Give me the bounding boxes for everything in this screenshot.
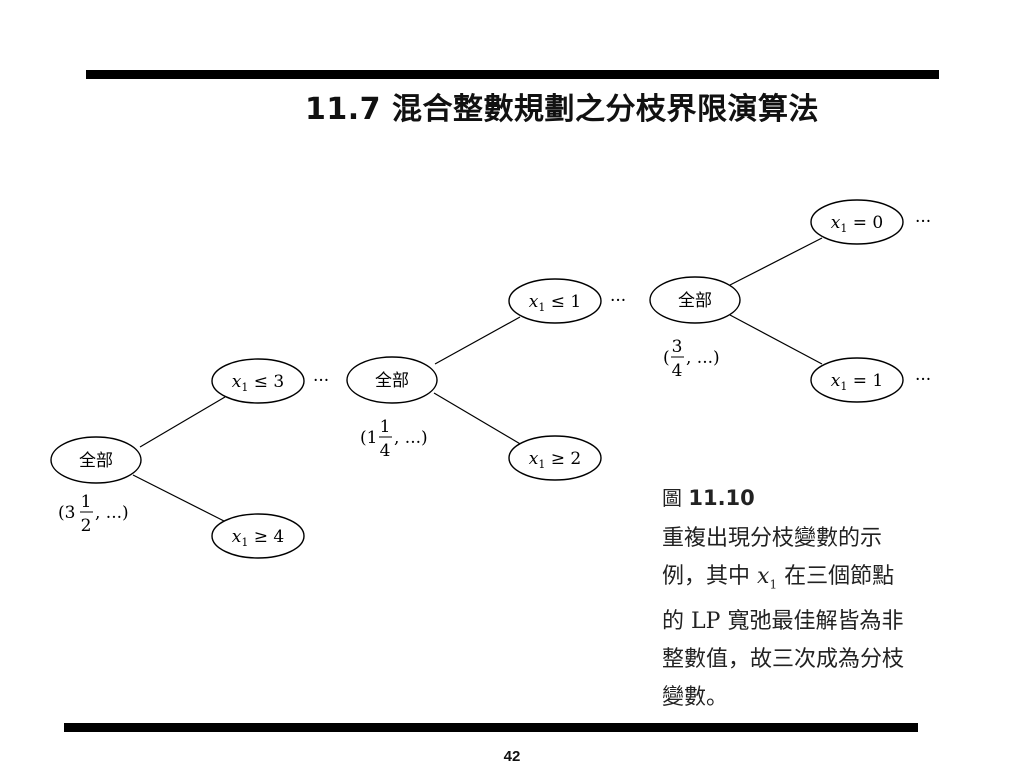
node-root-3-label: 全部 (678, 291, 712, 311)
node-root-1: 全部 (50, 436, 142, 484)
svg-text:4: 4 (672, 361, 683, 381)
caption-line-4: 整數值，故三次成為分枝 (662, 647, 905, 673)
svg-text:x1 ≥ 4: x1 ≥ 4 (232, 527, 284, 549)
continuation-1: ··· (313, 371, 329, 391)
edge-root1-le3 (139, 396, 226, 448)
edge-root2-le1 (434, 316, 521, 365)
edge-root3-eq1 (729, 314, 823, 365)
svg-text:(3: (3 (58, 503, 75, 523)
svg-text:, ...): , ...) (394, 428, 428, 448)
bottom-rule (64, 723, 918, 732)
continuation-3: ··· (915, 212, 931, 232)
caption-line-3: 的 LP 寬弛最佳解皆為非 (662, 609, 904, 635)
page-number: 42 (503, 748, 521, 765)
svg-text:, ...): , ...) (95, 503, 129, 523)
svg-text:, ...): , ...) (686, 348, 720, 368)
caption-line-5: 變數。 (662, 685, 729, 711)
figure-caption: 圖 11.10 重複出現分枝變數的示 例，其中 x1 在三個節點 的 LP 寬弛… (662, 482, 952, 717)
edge-root3-eq0 (729, 237, 823, 286)
svg-text:x1 ≥ 2: x1 ≥ 2 (529, 449, 581, 471)
node-root-2-label: 全部 (375, 371, 409, 391)
edge-root2-ge2 (433, 392, 523, 446)
node-x1-le-1: x1 ≤ 1 (508, 278, 602, 324)
node-root-1-label: 全部 (79, 451, 113, 471)
caption-line-2: 例，其中 x1 在三個節點 (662, 564, 895, 592)
svg-text:x1 = 1: x1 = 1 (831, 371, 883, 393)
node-root-2: 全部 (346, 356, 438, 404)
continuation-4: ··· (915, 370, 931, 390)
node-x1-ge-4: x1 ≥ 4 (211, 513, 305, 559)
svg-text:(1: (1 (360, 428, 377, 448)
node-root-3: 全部 (649, 276, 741, 324)
svg-text:1: 1 (81, 492, 92, 512)
annotation-root-3: ( 3 4 , ...) (663, 337, 720, 381)
caption-line-1: 重複出現分枝變數的示 (662, 526, 883, 551)
node-x1-eq-0: x1 = 0 (810, 199, 904, 245)
svg-text:4: 4 (380, 441, 391, 461)
top-rule (86, 70, 939, 79)
svg-text:x1 ≤ 3: x1 ≤ 3 (232, 372, 284, 394)
node-x1-ge-2: x1 ≥ 2 (508, 435, 602, 481)
annotation-root-2: (1 1 4 , ...) (360, 417, 428, 461)
svg-text:2: 2 (81, 516, 92, 536)
slide-title: 11.7 混合整數規劃之分枝界限演算法 (305, 92, 819, 127)
node-x1-le-3: x1 ≤ 3 (211, 358, 305, 404)
svg-text:1: 1 (380, 417, 391, 437)
edge-root1-ge4 (132, 474, 225, 522)
svg-text:3: 3 (672, 337, 683, 357)
svg-text:x1 = 0: x1 = 0 (831, 213, 883, 235)
annotation-root-1: (3 1 2 , ...) (58, 492, 129, 536)
svg-text:(: ( (663, 348, 670, 368)
figure-label: 圖 11.10 (662, 486, 755, 510)
continuation-2: ··· (610, 291, 626, 311)
svg-text:x1 ≤ 1: x1 ≤ 1 (529, 292, 581, 314)
node-x1-eq-1: x1 = 1 (810, 357, 904, 403)
